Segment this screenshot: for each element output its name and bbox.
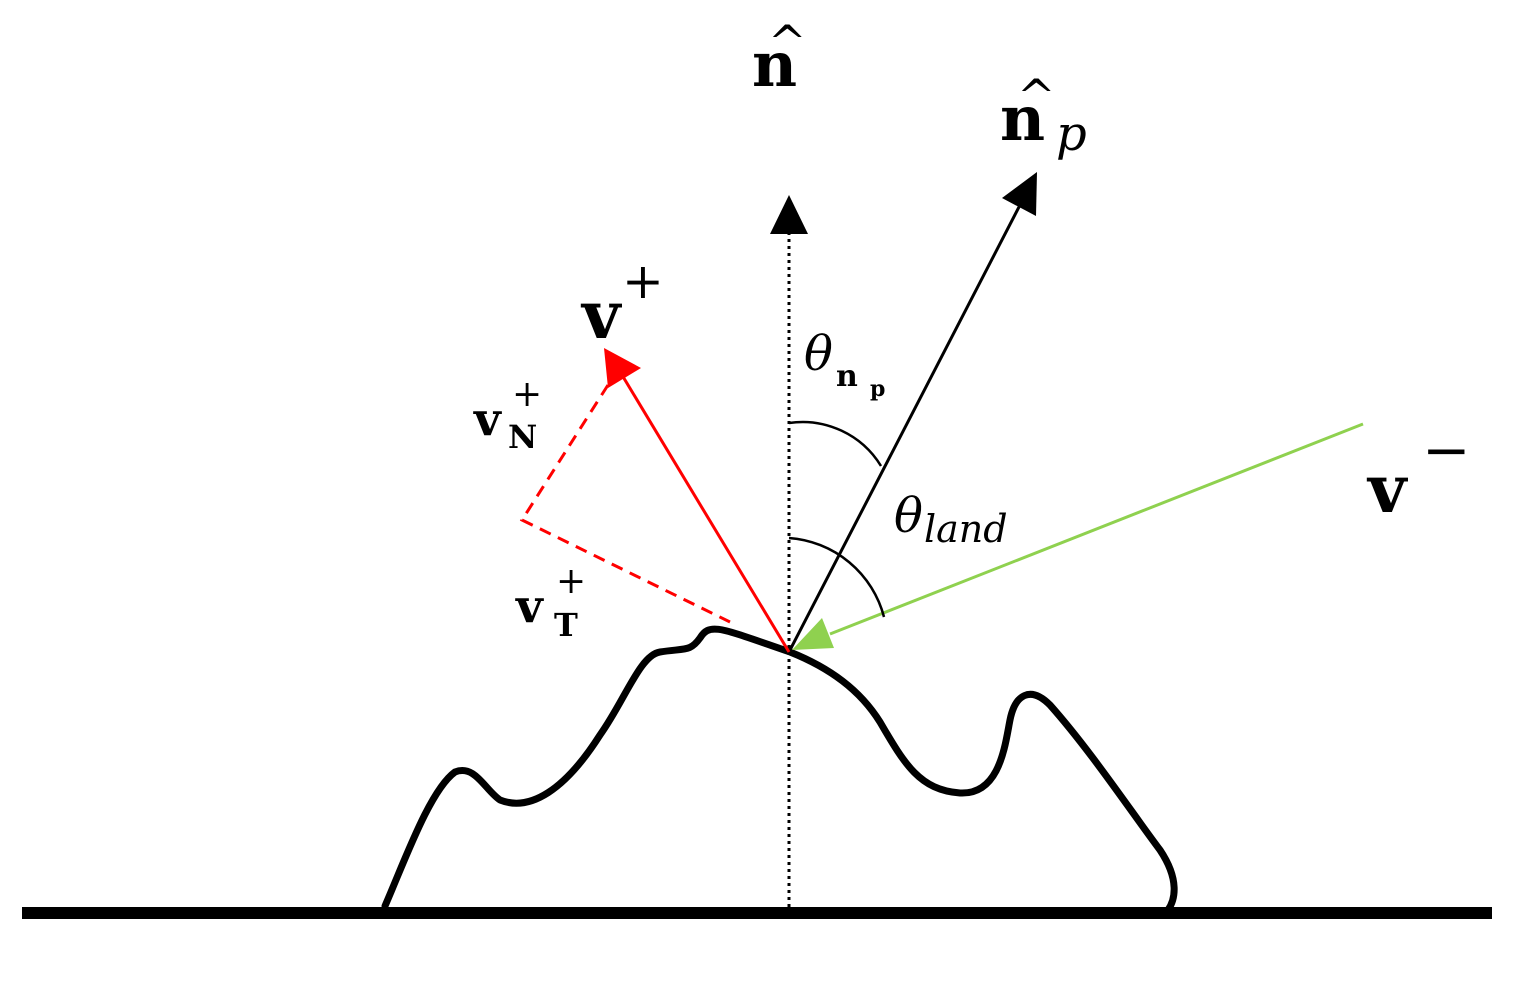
vT-plus-label: v	[515, 579, 544, 633]
theta-np-label: θ	[804, 326, 833, 382]
vT-plus-superscript: +	[556, 561, 586, 602]
theta-np-subscript-n: n	[836, 359, 858, 394]
v-plus-superscript: +	[622, 252, 664, 310]
v-minus-arrow-line	[829, 422, 1364, 636]
n-hat-label: n	[752, 28, 797, 101]
np-hat-accent: ^	[1017, 69, 1056, 123]
v-minus-arrowhead	[792, 618, 834, 650]
n-hat-accent: ^	[768, 15, 807, 69]
v-plus-components-dashed	[519, 384, 731, 624]
theta-land-arc	[788, 536, 886, 618]
v-minus-superscript: −	[1422, 416, 1471, 484]
terrain-surface	[381, 625, 1178, 914]
theta-land-label: θ	[894, 488, 923, 544]
vN-plus-label: v	[473, 392, 502, 446]
np-hat-label: n	[1000, 82, 1045, 155]
theta-np-subscript-p: p	[870, 376, 885, 402]
v-minus-label: v	[1366, 450, 1408, 528]
vN-plus-superscript: +	[512, 374, 542, 415]
vN-plus-subscript: N	[508, 418, 537, 456]
theta-land-subscript: land	[924, 507, 1008, 551]
v-plus-arrowhead	[604, 348, 641, 388]
theta-np-arc	[788, 420, 883, 467]
normal-np-arrowhead	[1002, 172, 1037, 216]
v-plus-label: v	[580, 276, 622, 354]
v-plus-arrow-line	[620, 374, 791, 653]
normal-arrowhead	[770, 195, 808, 234]
np-hat-subscript: p	[1056, 106, 1087, 162]
vT-plus-subscript: T	[554, 606, 578, 644]
normal-np-line	[787, 204, 1022, 653]
